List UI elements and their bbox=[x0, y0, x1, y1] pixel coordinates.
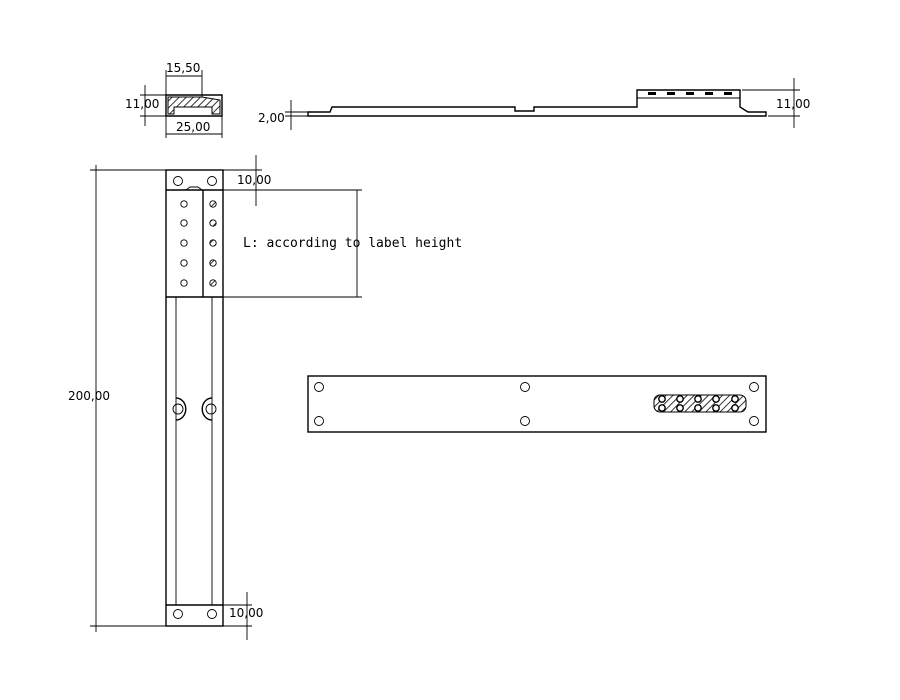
dim-thickness-left: 2,00 bbox=[258, 111, 285, 125]
profile-hatch bbox=[167, 96, 221, 115]
top-view bbox=[307, 375, 767, 433]
corner-holes bbox=[173, 176, 217, 619]
slot-group bbox=[653, 394, 747, 413]
dim-height-right: 11,00 bbox=[776, 97, 810, 111]
side-view: 2,00 11,00 bbox=[258, 78, 810, 130]
dim-height-small: 11,00 bbox=[125, 97, 159, 111]
side-profile-outline bbox=[307, 89, 767, 117]
cross-section-view: 15,50 11,00 25,00 bbox=[125, 61, 223, 138]
dim-top-margin: 10,00 bbox=[237, 173, 271, 187]
label-area-holes-filled bbox=[209, 200, 217, 287]
dim-bottom-width: 25,00 bbox=[176, 120, 210, 134]
front-view: 200,00 10,00 10,00 L: according to label… bbox=[68, 155, 462, 640]
mid-clips bbox=[172, 397, 217, 421]
dim-total-length: 200,00 bbox=[68, 389, 110, 403]
label-area-holes-open bbox=[180, 200, 188, 287]
top-view-holes bbox=[314, 382, 759, 426]
side-slots bbox=[648, 92, 732, 95]
label-height-note: L: according to label height bbox=[243, 236, 462, 251]
dim-bottom-margin: 10,00 bbox=[229, 606, 263, 620]
dim-top-width: 15,50 bbox=[166, 61, 200, 75]
